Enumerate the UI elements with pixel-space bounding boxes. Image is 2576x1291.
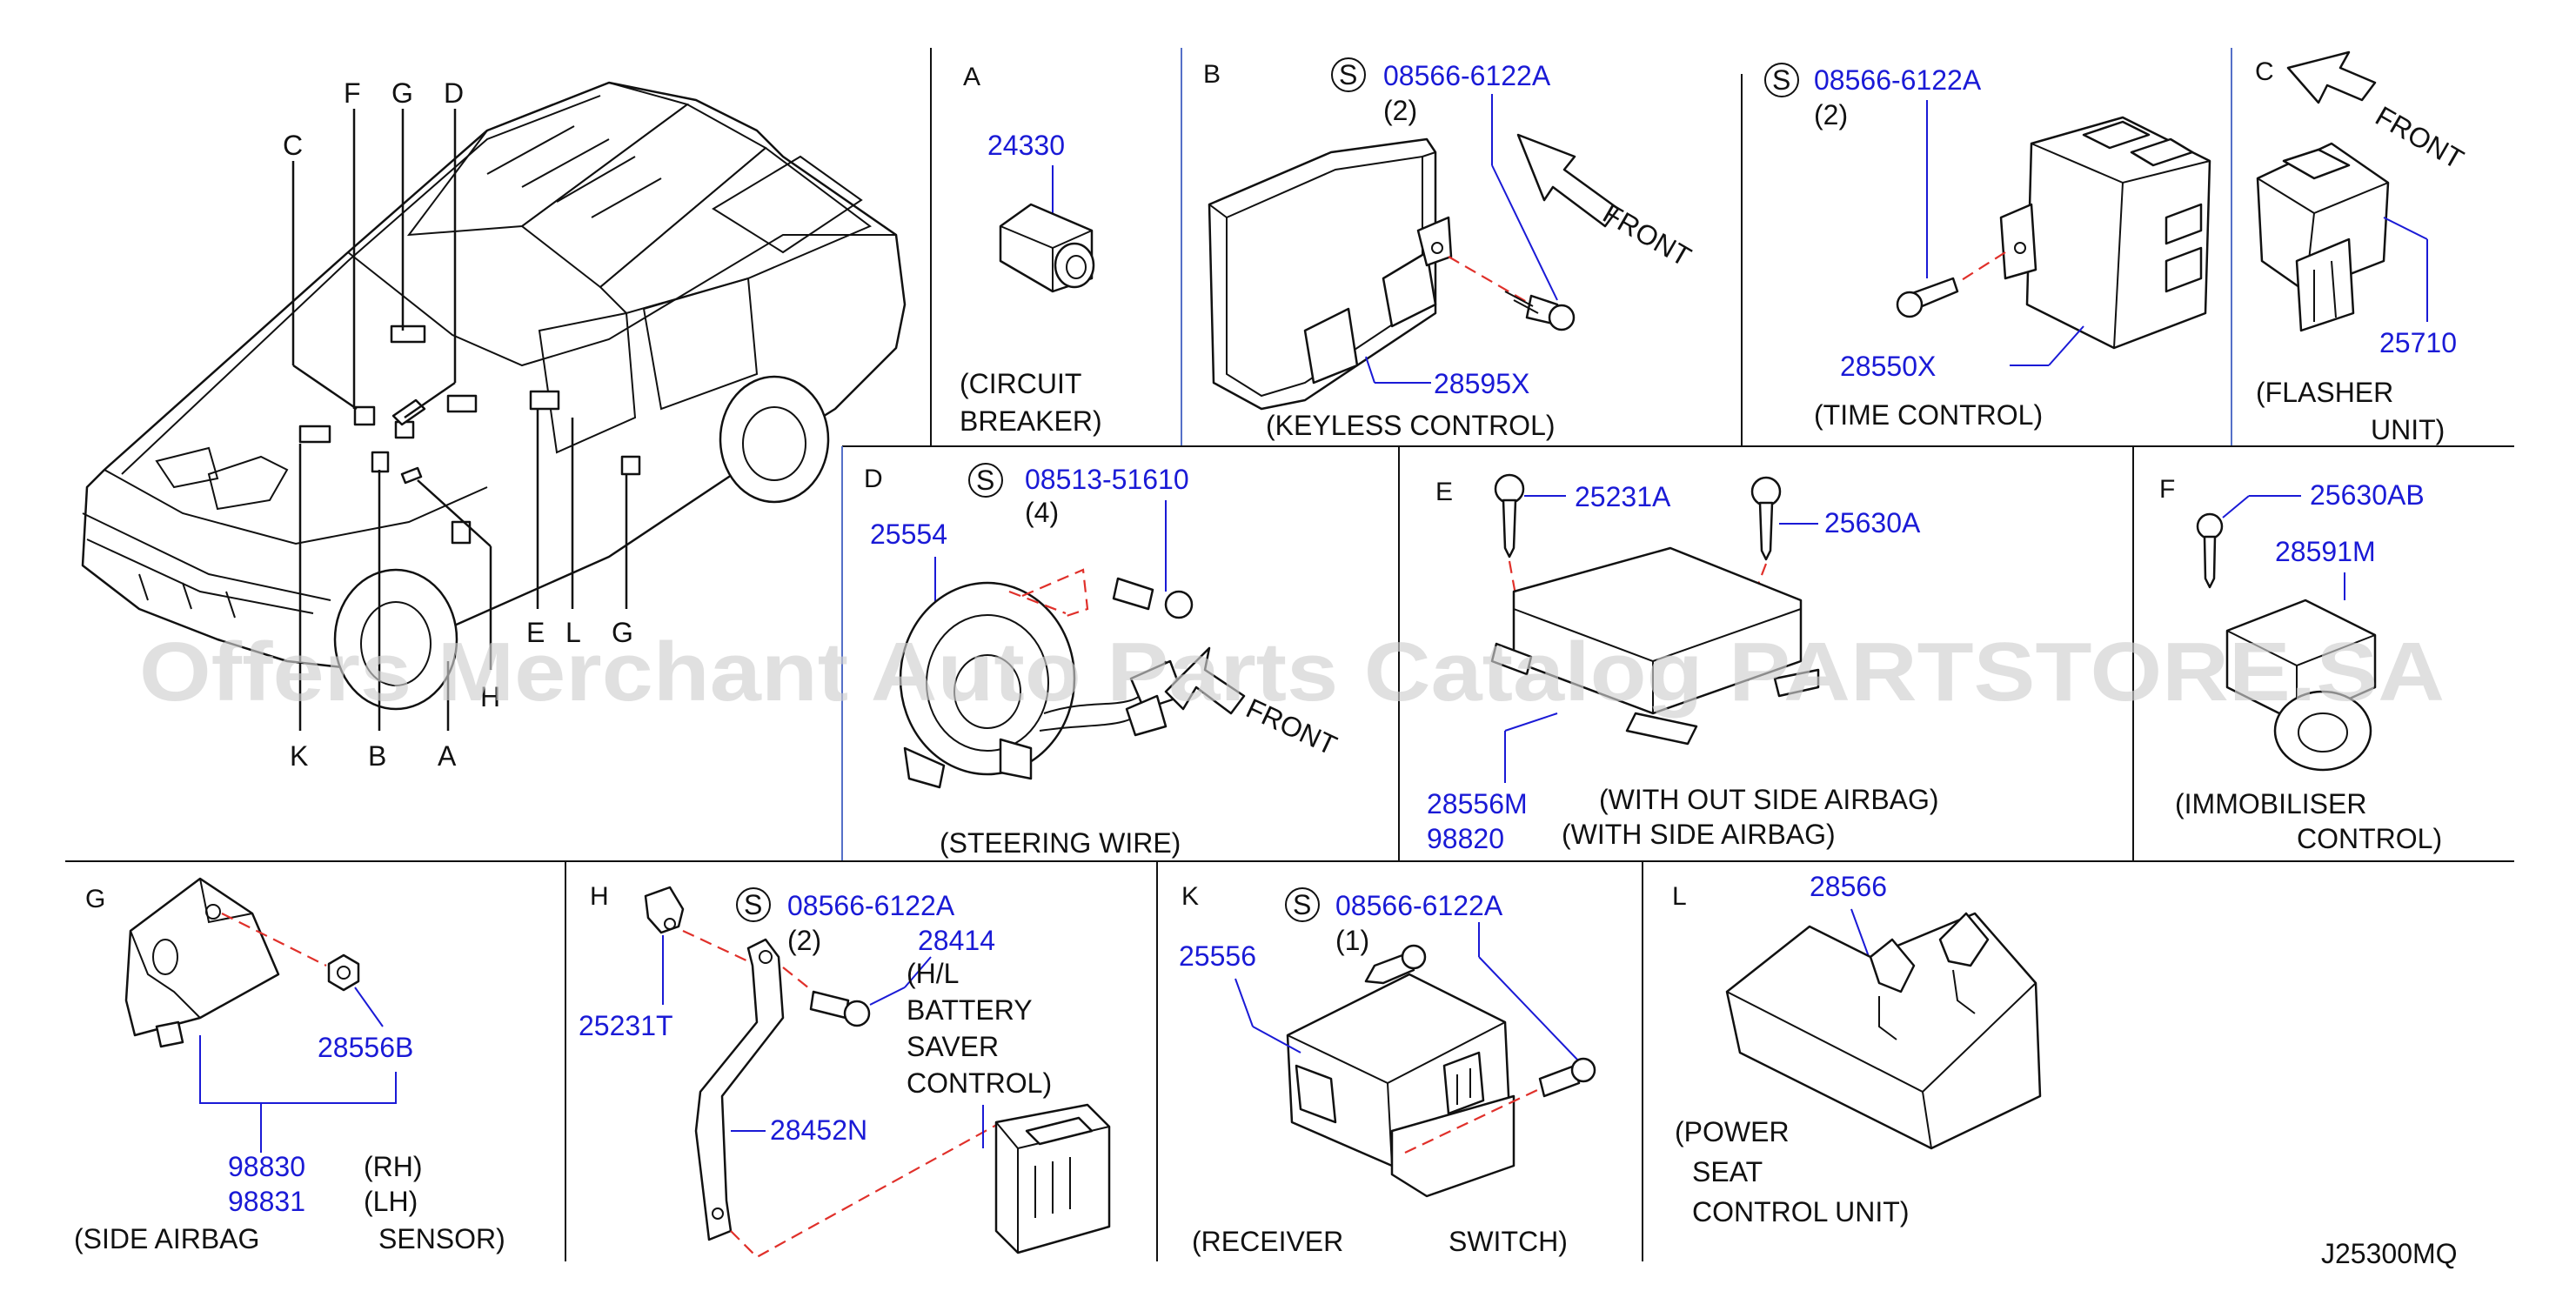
section-g-side-airbag-sensor: G 28556B 98830 (RH) 98831 (LH) (SIDE AIR… (74, 877, 505, 1254)
screw-symbol-k: S (1293, 889, 1311, 920)
part-number-08566-6122a-k[interactable]: 08566-6122A (1335, 890, 1503, 921)
lh-label: (LH) (364, 1186, 418, 1217)
power-seat-label-3: CONTROL UNIT) (1692, 1196, 1909, 1227)
section-time-control: S 08566-6122A (2) 28550X (TIME CONTROL) (1764, 63, 2211, 431)
screw-qty-d: (4) (1025, 497, 1059, 528)
section-f-immobiliser-control: F 25630AB 28591M (IMMOBILISER CONTROL) (2159, 475, 2442, 854)
section-k-receiver-switch: K S 08566-6122A (1) 25556 (RECEIVER SWIT… (1179, 882, 1596, 1257)
section-letter-k: K (1181, 882, 1199, 911)
part-number-28566[interactable]: 28566 (1810, 871, 1887, 902)
part-number-08513-51610[interactable]: 08513-51610 (1025, 464, 1189, 495)
power-seat-label-1: (POWER (1675, 1116, 1790, 1147)
part-number-25630a[interactable]: 25630A (1824, 507, 1921, 538)
part-number-98830[interactable]: 98830 (228, 1151, 305, 1182)
keyless-control-label: (KEYLESS CONTROL) (1266, 410, 1556, 441)
section-e-airbag-control: E 25231A 25630A 28556M 98820 (WITH OUT S… (1427, 473, 1939, 854)
screw-qty-h: (2) (787, 925, 821, 956)
immobiliser-label-2: CONTROL) (2297, 823, 2442, 854)
part-number-25710[interactable]: 25710 (2379, 327, 2457, 358)
vehicle-illustration: C F G D E L G H K B A (81, 77, 907, 772)
callout-l: L (565, 617, 581, 648)
section-b-keyless-control: B S 08566-6122A (2) FRONT 28595X (KEYLES… (1203, 57, 1696, 441)
section-letter-c: C (2255, 57, 2274, 86)
callout-c: C (283, 130, 303, 161)
side-airbag-label-2: SENSOR) (378, 1223, 505, 1254)
part-number-25630ab[interactable]: 25630AB (2310, 479, 2425, 511)
part-number-28591m[interactable]: 28591M (2275, 536, 2376, 567)
section-c-flasher-unit: C FRONT 25710 (FLASHER UNIT) (2255, 50, 2469, 445)
screw-symbol-h: S (744, 889, 762, 920)
screw-qty-b: (2) (1383, 95, 1417, 126)
callout-e: E (526, 617, 545, 648)
section-h-battery-saver-control: H S 08566-6122A (2) 28414 25231T 28452N … (579, 882, 1111, 1259)
section-letter-d: D (864, 465, 883, 493)
section-d-steering-wire: D S 08513-51610 (4) 25554 FRONT (STEERIN… (864, 463, 1342, 859)
part-number-08566-6122a-h[interactable]: 08566-6122A (787, 890, 955, 921)
section-a-circuit-breaker: A 24330 (CIRCUIT BREAKER) (960, 63, 1102, 437)
steering-wire-label: (STEERING WIRE) (940, 827, 1181, 859)
part-number-28550x[interactable]: 28550X (1840, 351, 1936, 382)
panel-dividers (65, 48, 2514, 1261)
screw-qty-k: (1) (1335, 925, 1369, 956)
part-number-28556m[interactable]: 28556M (1427, 788, 1528, 819)
flasher-label-2: UNIT) (2371, 414, 2445, 445)
callout-g: G (391, 77, 413, 109)
section-letter-e: E (1435, 478, 1453, 506)
power-seat-label-2: SEAT (1692, 1156, 1763, 1187)
callout-d: D (444, 77, 464, 109)
part-number-28414[interactable]: 28414 (918, 925, 995, 956)
side-airbag-label-1: (SIDE AIRBAG (74, 1223, 259, 1254)
section-letter-h: H (590, 882, 609, 911)
circuit-breaker-label-2: BREAKER) (960, 405, 1102, 437)
part-number-08566-6122a-b[interactable]: 08566-6122A (1383, 60, 1551, 91)
front-label-b: FRONT (1598, 197, 1696, 272)
section-letter-a: A (963, 63, 980, 91)
receiver-switch-label-2: SWITCH) (1449, 1226, 1568, 1257)
callout-h: H (480, 681, 500, 712)
part-number-24330[interactable]: 24330 (987, 130, 1065, 161)
callout-a: A (438, 740, 457, 772)
screw-qty-time: (2) (1814, 99, 1848, 130)
part-number-28556b[interactable]: 28556B (318, 1032, 413, 1063)
battery-saver-label-4: CONTROL) (907, 1067, 1052, 1099)
time-control-label: (TIME CONTROL) (1814, 399, 2043, 431)
part-number-98820[interactable]: 98820 (1427, 823, 1504, 854)
battery-saver-label-2: BATTERY (907, 994, 1033, 1026)
rh-label: (RH) (364, 1151, 423, 1182)
screw-symbol-time: S (1772, 64, 1790, 96)
part-number-08566-6122a-time[interactable]: 08566-6122A (1814, 64, 1982, 96)
callout-b: B (368, 740, 386, 772)
part-number-25556[interactable]: 25556 (1179, 940, 1256, 972)
part-number-98831[interactable]: 98831 (228, 1186, 305, 1217)
section-letter-f: F (2159, 475, 2175, 504)
section-letter-g: G (85, 885, 105, 913)
screw-symbol-d: S (976, 465, 994, 496)
watermark-text: Offers Merchant Auto Parts Catalog PARTS… (139, 625, 2445, 719)
section-l-power-seat-control: L 28566 (POWER SEAT CONTROL UNIT) (1672, 871, 2042, 1227)
without-side-airbag-label: (WITH OUT SIDE AIRBAG) (1599, 784, 1939, 815)
front-label-c: FRONT (2371, 100, 2469, 175)
circuit-breaker-label-1: (CIRCUIT (960, 368, 1081, 399)
screw-symbol-b: S (1339, 59, 1357, 90)
with-side-airbag-label: (WITH SIDE AIRBAG) (1562, 819, 1836, 850)
part-number-25554[interactable]: 25554 (870, 518, 947, 550)
part-number-28595x[interactable]: 28595X (1434, 368, 1529, 399)
callout-f: F (344, 77, 361, 109)
battery-saver-label-3: SAVER (907, 1031, 999, 1062)
part-number-25231t[interactable]: 25231T (579, 1010, 673, 1041)
battery-saver-label-1: (H/L (907, 958, 959, 989)
section-letter-l: L (1672, 882, 1687, 911)
callout-g-2: G (612, 617, 633, 648)
part-number-25231a[interactable]: 25231A (1575, 481, 1671, 512)
part-number-28452n[interactable]: 28452N (770, 1114, 867, 1146)
flasher-label-1: (FLASHER (2256, 377, 2393, 408)
callout-k: K (290, 740, 308, 772)
receiver-switch-label-1: (RECEIVER (1192, 1226, 1343, 1257)
diagram-code: J25300MQ (2321, 1238, 2458, 1269)
section-letter-b: B (1203, 60, 1221, 89)
immobiliser-label-1: (IMMOBILISER (2175, 788, 2366, 819)
